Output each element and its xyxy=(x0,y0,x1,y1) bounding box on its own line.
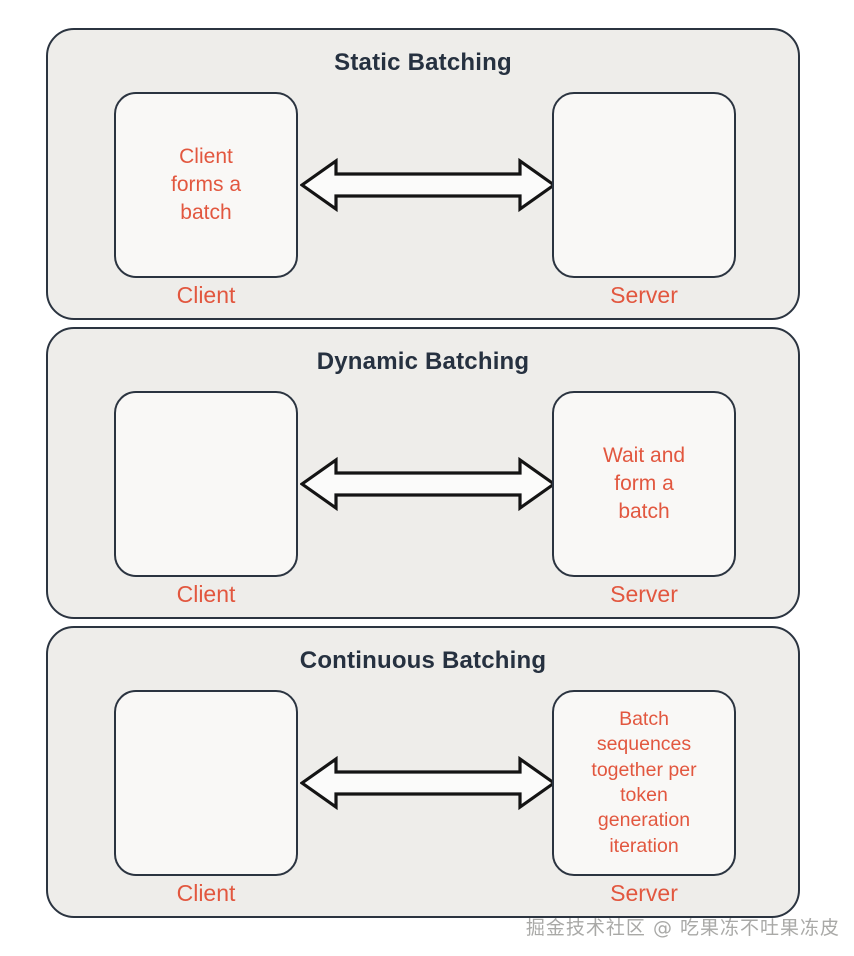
panel-title: Continuous Batching xyxy=(299,647,547,674)
server-role-label: Server xyxy=(610,581,678,607)
client-role-label: Client xyxy=(176,880,236,906)
server-node: Wait and form a batch xyxy=(552,391,736,577)
server-node xyxy=(552,92,736,278)
panel-title: Static Batching xyxy=(334,49,512,76)
server-node-text: Wait and form a batch xyxy=(602,444,686,523)
server-role-label: Server xyxy=(610,282,678,308)
client-node: Client forms a batch xyxy=(114,92,298,278)
panel-continuous-batching: Continuous Batching Batch sequences toge… xyxy=(46,626,800,918)
panel-dynamic-batching: Dynamic Batching Wait and form a batch C… xyxy=(46,327,800,619)
client-node xyxy=(114,391,298,577)
watermark-text: 掘金技术社区 @ 吃果冻不吐果冻皮 xyxy=(525,917,840,939)
client-role-label: Client xyxy=(176,282,236,308)
bidirectional-arrow-icon xyxy=(300,155,556,215)
panel-static-batching: Static Batching Client forms a batch Cli… xyxy=(46,28,800,320)
server-node-text: Batch sequences together per token gener… xyxy=(591,707,697,857)
client-node-text: Client forms a batch xyxy=(170,145,241,224)
bidirectional-arrow-icon xyxy=(300,753,556,813)
server-node: Batch sequences together per token gener… xyxy=(552,690,736,876)
server-role-label: Server xyxy=(610,880,678,906)
client-node xyxy=(114,690,298,876)
panel-title: Dynamic Batching xyxy=(316,348,530,375)
bidirectional-arrow-icon xyxy=(300,454,556,514)
client-role-label: Client xyxy=(176,581,236,607)
